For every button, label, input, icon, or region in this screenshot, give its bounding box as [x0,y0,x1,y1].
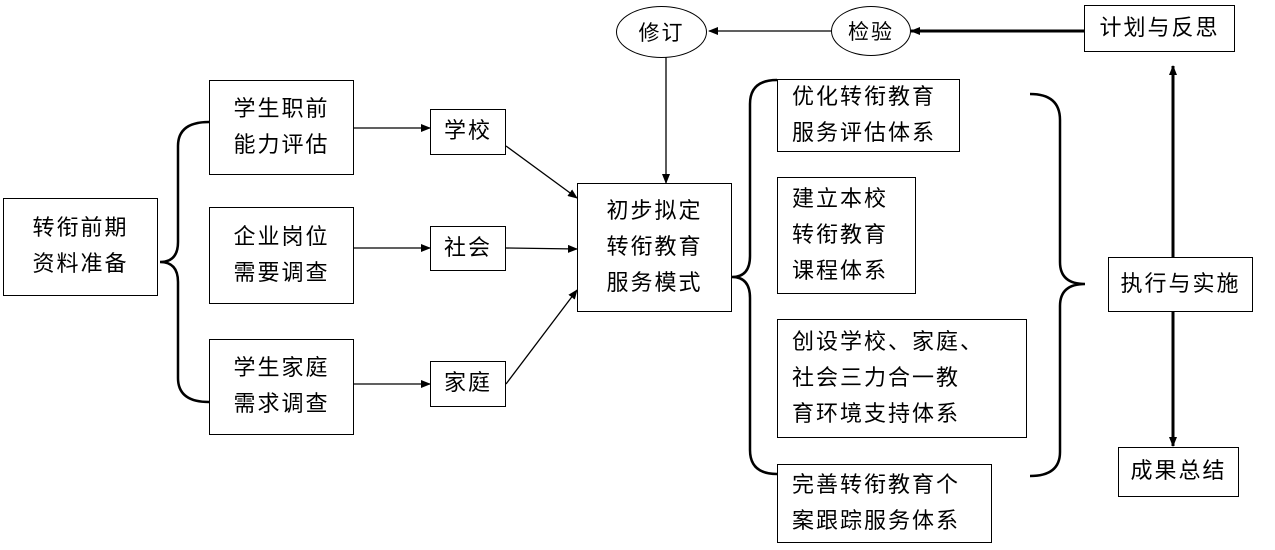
execute-box: 执行与实施 [1108,257,1253,312]
enterprise-survey-box: 企业岗位 需要调查 [209,207,354,304]
brace-execute [1029,92,1086,478]
brace-systems [731,78,778,476]
society-box: 社会 [430,226,506,271]
brace-assessments [159,120,210,404]
arrow-school-draft [505,145,578,199]
check-node: 检验 [831,6,911,56]
system-item-3: 创设学校、家庭、 社会三力合一教 育环境支持体系 [777,319,1027,438]
ability-assessment-box: 学生职前 能力评估 [209,80,354,175]
system-item-4: 完善转衔教育个 案跟踪服务体系 [777,464,992,543]
plan-reflect-box: 计划与反思 [1084,5,1235,52]
home-box: 家庭 [430,361,506,407]
draft-model-box: 初步拟定 转衔教育 服务模式 [577,183,732,312]
school-box: 学校 [430,109,506,155]
arrow-home-draft [505,289,578,385]
system-item-2: 建立本校 转衔教育 课程体系 [777,177,916,294]
system-item-1: 优化转衔教育 服务评估体系 [777,79,960,152]
revise-node: 修订 [616,6,707,58]
summary-box: 成果总结 [1118,447,1239,497]
prep-box: 转衔前期 资料准备 [3,198,158,296]
arrow-society-draft [505,244,578,253]
family-survey-box: 学生家庭 需求调查 [209,339,354,435]
